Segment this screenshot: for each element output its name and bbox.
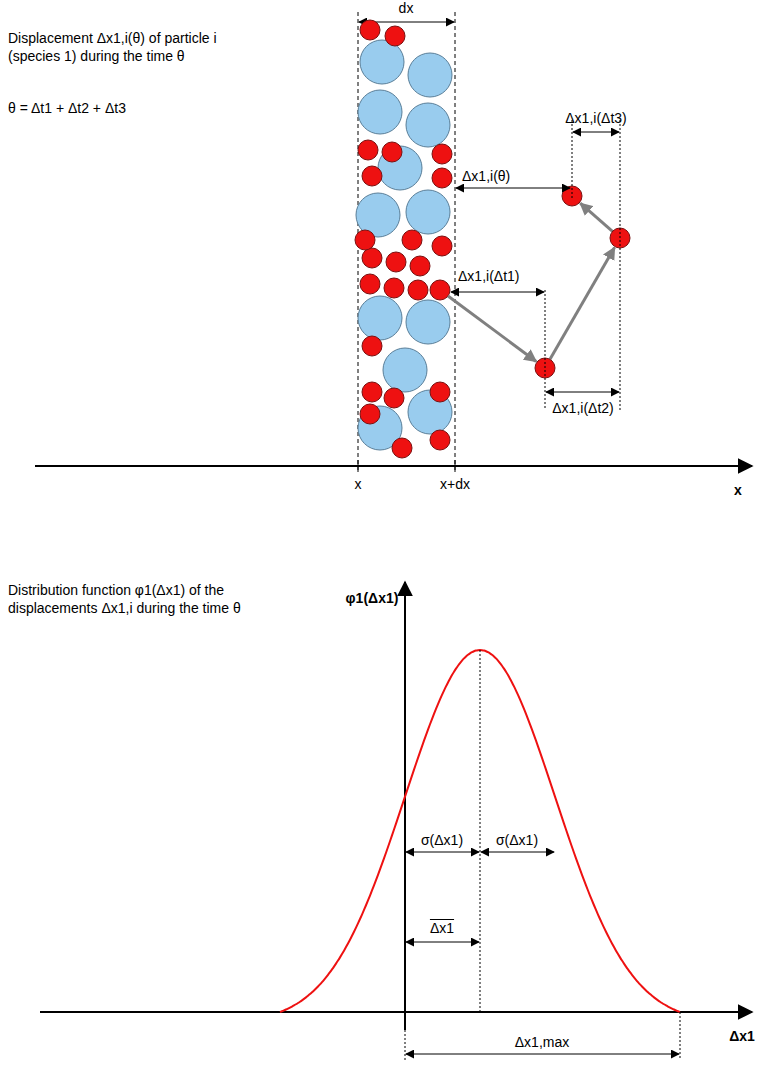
small-particle (385, 26, 405, 46)
small-particle (360, 404, 380, 424)
dimension-label: Δx1,i(Δt1) (458, 268, 520, 286)
small-particle (432, 236, 452, 256)
axis-title: Δx1 (729, 1028, 755, 1046)
path-step (448, 296, 536, 361)
small-particle (355, 230, 375, 250)
small-particle (430, 430, 450, 450)
small-particle (382, 142, 402, 162)
large-particle (406, 190, 450, 234)
small-particle (362, 336, 382, 356)
large-particle (358, 90, 402, 134)
small-particle (360, 20, 380, 40)
guide-line (620, 120, 621, 410)
axis-title: x (734, 482, 742, 500)
small-particle (408, 280, 428, 300)
dimension-arrow (451, 292, 544, 293)
axis-tick (358, 460, 359, 472)
caption-text: Distribution function φ1(Δx1) of the dis… (8, 582, 258, 617)
mean-arrow (406, 942, 479, 943)
band-boundary (455, 12, 456, 470)
large-particle (406, 103, 450, 147)
small-particle (430, 382, 450, 402)
path-step (550, 248, 615, 360)
small-particle (402, 230, 422, 250)
axis-title: φ1(Δx1) (346, 590, 399, 608)
y-axis (404, 582, 406, 1030)
dimension-label: dx (399, 0, 414, 18)
sigma-label: σ(Δx1) (421, 832, 463, 850)
dimension-arrow (573, 132, 619, 133)
small-particle (392, 438, 412, 458)
small-particle (362, 382, 382, 402)
mean-line (480, 650, 481, 1011)
sigma-arrow (481, 852, 554, 853)
large-particle (406, 300, 450, 344)
axis-tick-label: x+dx (440, 476, 470, 494)
small-particle (410, 256, 430, 276)
dimension-arrow (546, 392, 619, 393)
axis-tick-label: x (355, 476, 362, 494)
large-particle (408, 53, 452, 97)
axis-tick (455, 460, 456, 472)
large-particle (358, 296, 402, 340)
mean-label: Δx1 (430, 920, 454, 938)
small-particle (432, 168, 452, 188)
path-step (580, 203, 612, 231)
small-particle (358, 140, 378, 160)
guide-line (680, 1012, 681, 1060)
dimension-label: Δx1,i(Δt2) (552, 400, 614, 418)
small-particle (362, 248, 382, 268)
dimension-label: Δx1,i(Δt3) (565, 110, 627, 128)
dimension-arrow (456, 188, 570, 189)
small-particle (430, 280, 450, 300)
small-particle (432, 144, 452, 164)
equation-text: θ = Δt1 + Δt2 + Δt3 (8, 100, 126, 118)
guide-line (405, 1030, 406, 1060)
large-particle (383, 348, 427, 392)
guide-line (572, 120, 573, 200)
dimension-label: Δx1,i(θ) (462, 168, 510, 186)
dimension-label: Δx1,max (515, 1034, 569, 1052)
caption-text: Displacement Δx1,i(θ) of particle i (spe… (8, 30, 248, 65)
large-particle (360, 40, 404, 84)
small-particle (386, 252, 406, 272)
sigma-label: σ(Δx1) (496, 832, 538, 850)
guide-line (545, 290, 546, 410)
distribution-curve (280, 650, 680, 1012)
sigma-arrow (406, 852, 479, 853)
x-axis (35, 465, 752, 467)
small-particle (362, 166, 382, 186)
small-particle (360, 274, 380, 294)
max-arrow (406, 1054, 679, 1055)
x-axis (40, 1011, 752, 1013)
small-particle (384, 278, 404, 298)
small-particle (384, 388, 404, 408)
